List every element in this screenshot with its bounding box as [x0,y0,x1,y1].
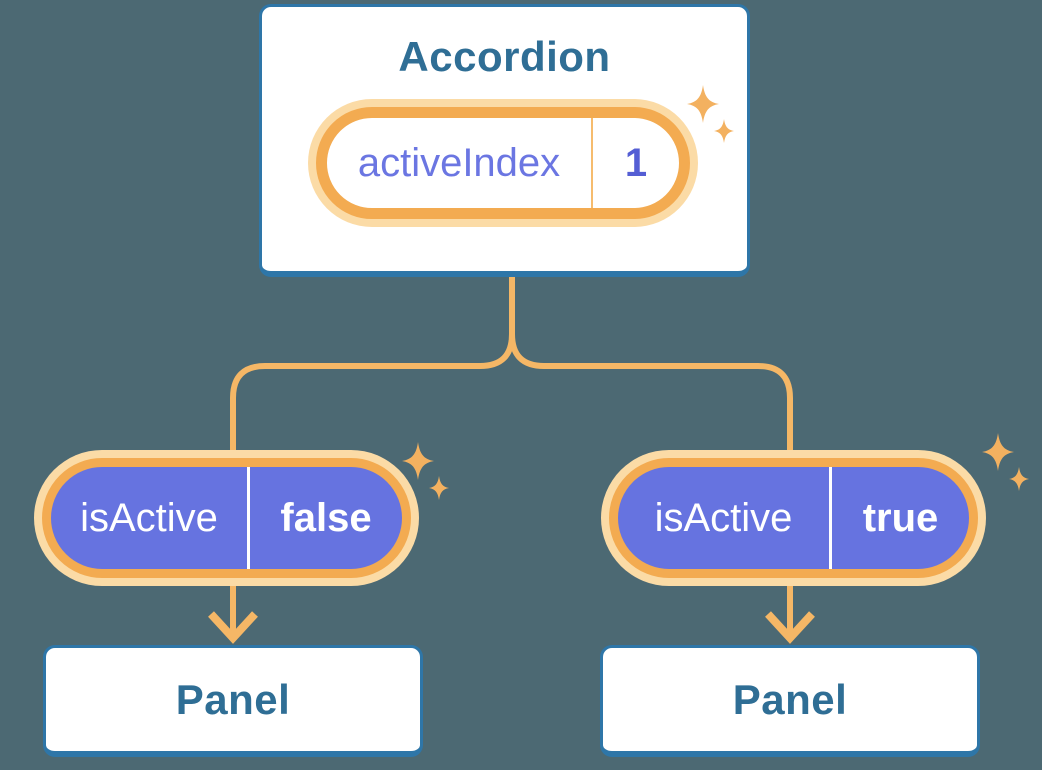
sparkle-icon [402,442,449,500]
state-value: 1 [591,118,679,208]
panel-card-right: Panel [600,645,980,757]
prop-name-right: isActive [654,495,793,540]
sparkle-icon [687,85,734,143]
sparkle-icon [982,433,1029,491]
prop-pill-left: isActive false [42,458,411,578]
arrowhead-right-icon [765,611,815,644]
panel-title-left: Panel [175,675,291,723]
state-pill: activeIndex 1 [316,107,690,219]
arrowhead-left-icon [208,611,258,644]
state-name: activeIndex [357,140,561,185]
panel-title-right: Panel [732,675,848,723]
prop-name-left: isActive [80,495,218,540]
panel-card-left: Panel [43,645,423,757]
wire-left [230,274,515,633]
prop-value-right: true [829,467,969,569]
wire-right [509,274,793,633]
prop-pill-right: isActive true [609,458,978,578]
accordion-title: Accordion [398,33,611,80]
prop-value-left: false [247,467,402,569]
